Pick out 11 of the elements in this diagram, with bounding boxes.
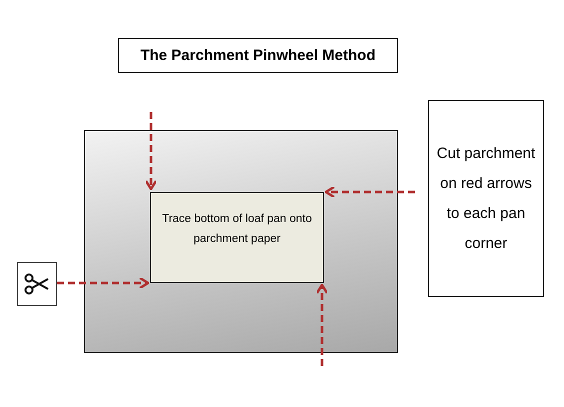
parchment-sheet [84,130,398,353]
scissors-box [17,262,57,306]
arrow [316,284,328,366]
pan-outline-box [150,192,324,283]
instruction-text: Cut parchment on red arrows to each pan corner [436,144,536,254]
node-label: Trace bottom of loaf pan onto parchment paper [161,212,313,246]
arrow [144,112,158,190]
title: The Parchment Pinwheel Method [118,38,398,73]
arrow [57,276,150,290]
note-box [428,100,544,297]
arrow [324,186,415,198]
